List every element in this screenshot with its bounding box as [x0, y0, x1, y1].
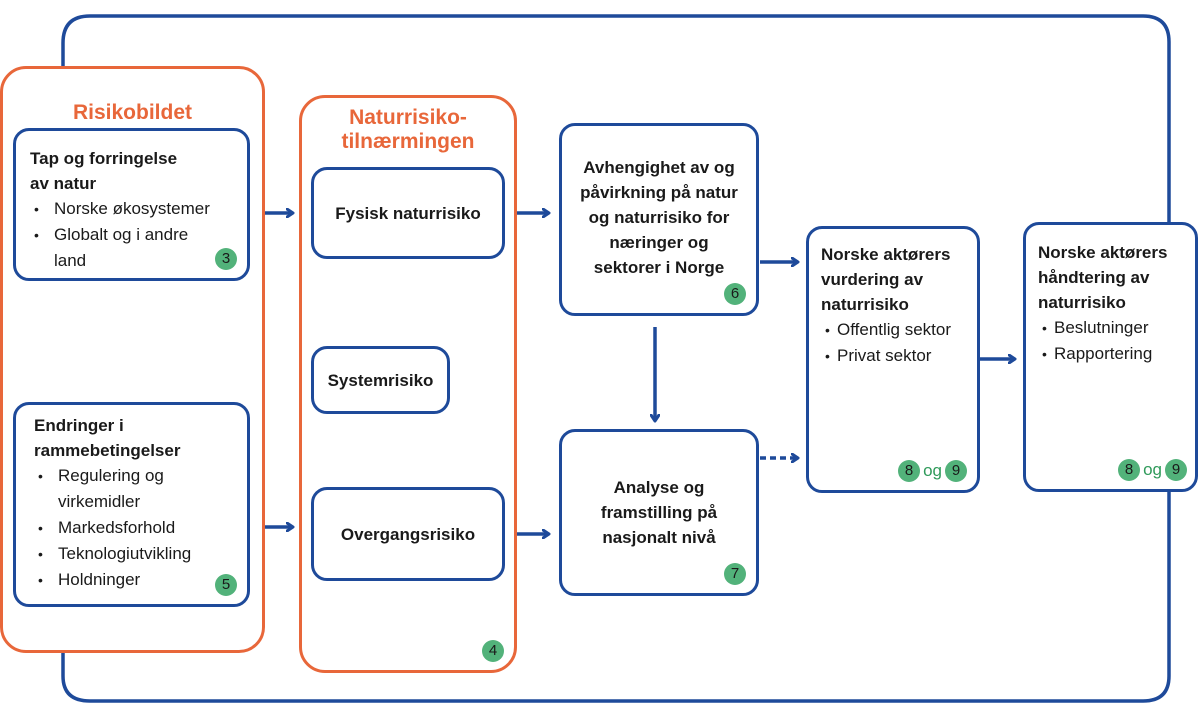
- og-label: og: [923, 461, 942, 480]
- chapter-badge: 6: [724, 283, 746, 305]
- bullet-item: Beslutninger: [1038, 315, 1185, 341]
- bullet-item: Regulering og virkemidler: [34, 463, 198, 515]
- box-title-line: framstilling på: [600, 503, 718, 522]
- box-analyse-og-framstilling: Analyse og framstilling på nasjonalt niv…: [559, 429, 759, 596]
- chapter-badge: 7: [724, 563, 746, 585]
- bullet-item: Markedsforhold: [34, 515, 233, 541]
- bullet-list: Norske økosystemer Globalt og i andre la…: [30, 196, 233, 274]
- box-title-line: av natur: [30, 174, 97, 193]
- box-title-line: naturrisiko: [1038, 293, 1126, 312]
- feedback-arrow-top: [63, 14, 1171, 222]
- group-title-risikobildet: Risikobildet: [72, 101, 193, 124]
- bullet-item: Offentlig sektor: [821, 317, 967, 343]
- chapter-badges: 8 og 9: [898, 460, 967, 482]
- feedback-arrow-bottom: [63, 492, 1171, 703]
- bullet-list: Beslutninger Rapportering: [1038, 315, 1185, 367]
- box-title-line: Norske aktørers: [1038, 243, 1168, 262]
- bullet-item: Globalt og i andre land: [30, 222, 224, 274]
- bullet-item: Holdninger: [34, 567, 233, 593]
- og-label: og: [1143, 460, 1162, 479]
- box-title: Fysisk naturrisiko: [335, 203, 481, 223]
- box-title-line: Avhengighet av og: [583, 158, 735, 177]
- box-title-line: og naturrisiko for: [588, 208, 730, 227]
- box-title-line: sektorer i Norge: [593, 258, 725, 277]
- box-title: Systemrisiko: [327, 370, 434, 390]
- box-title-line: Norske aktørers: [821, 245, 951, 264]
- box-title: Analyse og framstilling på nasjonalt niv…: [601, 475, 717, 550]
- bullet-item: Rapportering: [1038, 341, 1185, 367]
- box-title-line: håndtering av: [1038, 268, 1150, 287]
- box-title: Tap og forringelse av natur: [30, 146, 233, 196]
- chapter-badge: 8: [1118, 459, 1141, 481]
- box-title: Norske aktørers vurdering av naturrisiko: [821, 242, 967, 317]
- bullet-item: Teknologiutvikling: [34, 541, 233, 567]
- box-title-line: rammebetingelser: [34, 441, 181, 460]
- box-title-line: Endringer i: [34, 416, 124, 435]
- box-endringer-i-rammebetingelser: Endringer i rammebetingelser Regulering …: [13, 402, 250, 607]
- box-avhengighet-og-pavirkning: Avhengighet av og påvirkning på natur og…: [559, 123, 759, 316]
- chapter-badge: 4: [482, 640, 504, 662]
- box-title: Overgangsrisiko: [340, 524, 476, 544]
- chapter-badges: 8 og 9: [1118, 459, 1187, 481]
- bullet-item: Norske økosystemer: [30, 196, 233, 222]
- box-overgangsrisiko: Overgangsrisiko: [311, 487, 505, 581]
- box-title-line: naturrisiko: [821, 295, 909, 314]
- box-fysisk-naturrisiko: Fysisk naturrisiko: [311, 167, 505, 259]
- box-norske-aktorers-handtering: Norske aktørers håndtering av naturrisik…: [1023, 222, 1198, 492]
- box-norske-aktorers-vurdering: Norske aktørers vurdering av naturrisiko…: [806, 226, 980, 493]
- box-title-line: Tap og forringelse: [30, 149, 178, 168]
- box-title-line: nasjonalt nivå: [602, 528, 716, 547]
- chapter-badge: 8: [898, 460, 921, 482]
- box-title-line: påvirkning på natur: [580, 183, 738, 202]
- group-title-naturrisiko: Naturrisiko- tilnærmingen: [302, 106, 514, 154]
- chapter-badge: 9: [1165, 459, 1187, 481]
- bullet-list: Regulering og virkemidler Markedsforhold…: [34, 463, 233, 593]
- chapter-badge: 3: [215, 248, 237, 270]
- bullet-item: Privat sektor: [821, 343, 967, 369]
- chapter-badge: 9: [945, 460, 967, 482]
- box-title: Norske aktørers håndtering av naturrisik…: [1038, 240, 1185, 315]
- box-title-line: Analyse og: [613, 478, 705, 497]
- box-title-line: vurdering av: [821, 270, 924, 289]
- chapter-badge: 5: [215, 574, 237, 596]
- bullet-list: Offentlig sektor Privat sektor: [821, 317, 967, 369]
- box-title-line: næringer og: [609, 233, 709, 252]
- group-title-line-1: Naturrisiko-: [349, 106, 467, 129]
- group-title-line-2: tilnærmingen: [341, 130, 475, 153]
- box-systemrisiko: Systemrisiko: [311, 346, 450, 414]
- box-tap-og-forringelse: Tap og forringelse av natur Norske økosy…: [13, 128, 250, 281]
- box-title: Avhengighet av og påvirkning på natur og…: [580, 155, 738, 280]
- box-title: Endringer i rammebetingelser: [34, 413, 233, 463]
